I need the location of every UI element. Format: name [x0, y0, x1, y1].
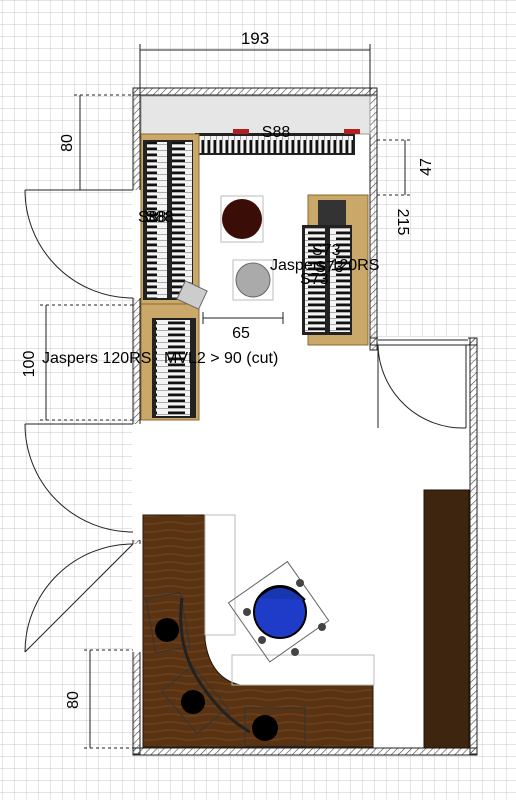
- keyboard-s88-top: [195, 129, 360, 155]
- dim-top-width: 193: [241, 29, 269, 48]
- label-s73-a: S73: [312, 242, 341, 259]
- label-s88-top: S88: [262, 124, 291, 141]
- label-jaspers-left: Jaspers 120RS: [42, 350, 151, 367]
- walls: [132, 87, 478, 756]
- label-jaspers-right: Jaspers 120RS: [270, 257, 379, 274]
- dim-left-lower: 80: [65, 691, 82, 709]
- dim-right-gap: 47: [418, 158, 435, 176]
- label-s73-b: S73: [315, 259, 344, 276]
- keyboard-stand-left: [140, 133, 200, 305]
- label-s88-left-a: S88: [138, 209, 167, 226]
- keyboard-stand-right: [302, 194, 369, 346]
- label-s73-c: S73: [300, 271, 329, 288]
- label-mvl-cut: MVL2 > 90 (cut): [164, 350, 278, 367]
- stool-grey: [232, 259, 274, 301]
- cabinet: [423, 489, 470, 749]
- desk-l-shape: [142, 514, 375, 748]
- office-chair: [227, 560, 330, 663]
- doors: [24, 189, 467, 653]
- dimension-lines: [40, 44, 412, 749]
- stool-dark: [220, 195, 264, 243]
- dim-right-height: 215: [394, 209, 411, 236]
- room: [140, 95, 470, 748]
- door-left-middle: [24, 423, 134, 533]
- keyboard-stand-lower-left: [140, 280, 208, 421]
- door-left-upper: [24, 189, 134, 299]
- dim-left-upper: 80: [59, 134, 76, 152]
- door-left-lower: [24, 543, 134, 653]
- dim-left-middle: 100: [21, 351, 38, 378]
- dim-center-offset: 65: [232, 325, 250, 342]
- top-shelf: [140, 95, 371, 135]
- speakers: [145, 591, 306, 747]
- door-right: [377, 344, 467, 429]
- label-s88-left-b: S88: [145, 209, 174, 226]
